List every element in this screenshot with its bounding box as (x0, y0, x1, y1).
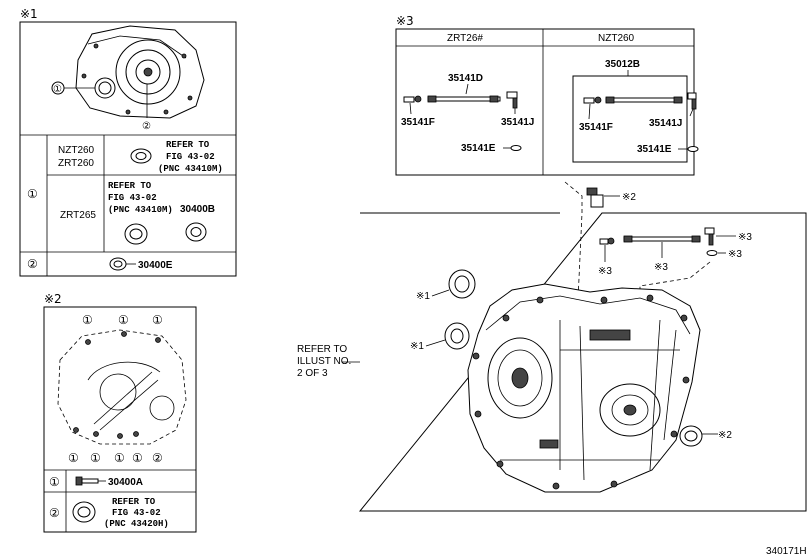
sec3-col1-header: ZRT26# (447, 33, 483, 44)
sec3-col2-right: 35141J (649, 118, 682, 129)
sec1-row1-callout: ① (27, 187, 38, 201)
oil-seal-icon (444, 322, 470, 350)
pipe-icon (427, 95, 501, 103)
sec2-callout-bolt: ① (118, 313, 129, 327)
main-pipe-mid-marker: ※3 (654, 262, 668, 273)
sec1-ref-b-1: REFER TO (108, 181, 152, 191)
oil-seal-icon (185, 222, 207, 242)
sec1-frame (19, 21, 237, 277)
sec2-ref-1: REFER TO (112, 497, 156, 507)
main-refer-3: 2 OF 3 (297, 368, 328, 379)
sec3-col1-oring: 35141E (461, 143, 496, 154)
sec1-ref-a-2: FIG 43-02 (166, 152, 215, 162)
pipe-icon (623, 235, 701, 243)
sec1-model-zrt260: ZRT260 (58, 158, 94, 169)
sec3-col2-header: NZT260 (598, 33, 635, 44)
sec3-col1-main: 35141D (448, 73, 483, 84)
elbow-fitting-icon (704, 227, 715, 246)
sec3-col2-left: 35141F (579, 122, 613, 133)
o-ring-icon (687, 146, 699, 152)
sec1-part-30400e: 30400E (138, 260, 173, 271)
oil-seal-icon (130, 148, 152, 164)
sec1-row2-callout: ② (27, 257, 38, 271)
union-fitting-icon (403, 95, 422, 103)
oil-seal-icon (109, 257, 127, 271)
main-pipe-right-marker: ※3 (738, 232, 752, 243)
sec2-row1-callout: ① (49, 475, 60, 489)
sec2-marker: ※2 (44, 292, 62, 306)
main-refer-2: ILLUST NO. (297, 356, 351, 367)
sec3-col1-right: 35141J (501, 117, 534, 128)
sec1-model-zrt265: ZRT265 (60, 210, 96, 221)
oil-seal-icon (448, 269, 476, 299)
sec2-callout-seal: ② (152, 451, 163, 465)
sec1-callout-2: ② (142, 121, 151, 132)
sec1-marker: ※1 (20, 7, 38, 21)
union-fitting-icon (583, 96, 602, 104)
pipe-icon (605, 96, 683, 104)
sec1-ref-a-3: (PNC 43410M) (158, 164, 223, 174)
sec2-callout-bolt: ① (82, 313, 93, 327)
main-seal-mid-marker: ※1 (410, 341, 424, 352)
o-ring-icon (706, 250, 718, 256)
sec2-row2-callout: ② (49, 506, 60, 520)
diagram-id: 340171H (766, 546, 807, 557)
main-bolt-marker: ※2 (622, 192, 636, 203)
o-ring-icon (510, 145, 522, 151)
sec2-callout-bolt: ① (68, 451, 79, 465)
transaxle-housing-illustration (75, 25, 205, 119)
bearing-seal-icon (124, 223, 148, 245)
main-seal-top-marker: ※1 (416, 291, 430, 302)
sec3-col1-left: 35141F (401, 117, 435, 128)
sec2-ref-3: (PNC 43420H) (104, 519, 169, 529)
sec1-ref-b-3: (PNC 43410M) (108, 205, 173, 215)
transaxle-assembly-illustration (467, 283, 701, 493)
sec2-ref-2: FIG 43-02 (112, 508, 161, 518)
sec3-col2-assy: 35012B (605, 59, 640, 70)
oil-seal-icon (72, 501, 96, 523)
sec1-part-30400b: 30400B (180, 204, 215, 215)
bolt-icon (75, 476, 99, 486)
oil-seal-icon (679, 425, 703, 447)
sec3-marker: ※3 (396, 14, 414, 28)
sec1-ref-b-2: FIG 43-02 (108, 193, 157, 203)
sec3-col2-oring: 35141E (637, 144, 672, 155)
sec1-callout-1: ① (53, 84, 62, 95)
sec2-callout-bolt: ① (132, 451, 143, 465)
elbow-fitting-icon (506, 91, 518, 109)
sec3-assy-frame (572, 75, 688, 163)
housing-bolt-pattern-illustration (57, 329, 187, 445)
bolt-icon (586, 187, 604, 208)
elbow-fitting-icon (687, 92, 697, 110)
sec2-callout-bolt: ① (90, 451, 101, 465)
main-frame (358, 212, 807, 512)
main-pipe-left-marker: ※3 (598, 266, 612, 277)
main-oring-marker: ※3 (728, 249, 742, 260)
sec1-ref-a-1: REFER TO (166, 140, 210, 150)
sec2-callout-bolt: ① (152, 313, 163, 327)
main-seal-right-marker: ※2 (718, 430, 732, 441)
sec1-model-nzt260: NZT260 (58, 145, 95, 156)
sec2-frame (43, 306, 197, 533)
union-fitting-icon (599, 237, 615, 245)
main-refer-1: REFER TO (297, 344, 347, 355)
sec2-part-30400a: 30400A (108, 477, 143, 488)
sec2-callout-bolt: ① (114, 451, 125, 465)
